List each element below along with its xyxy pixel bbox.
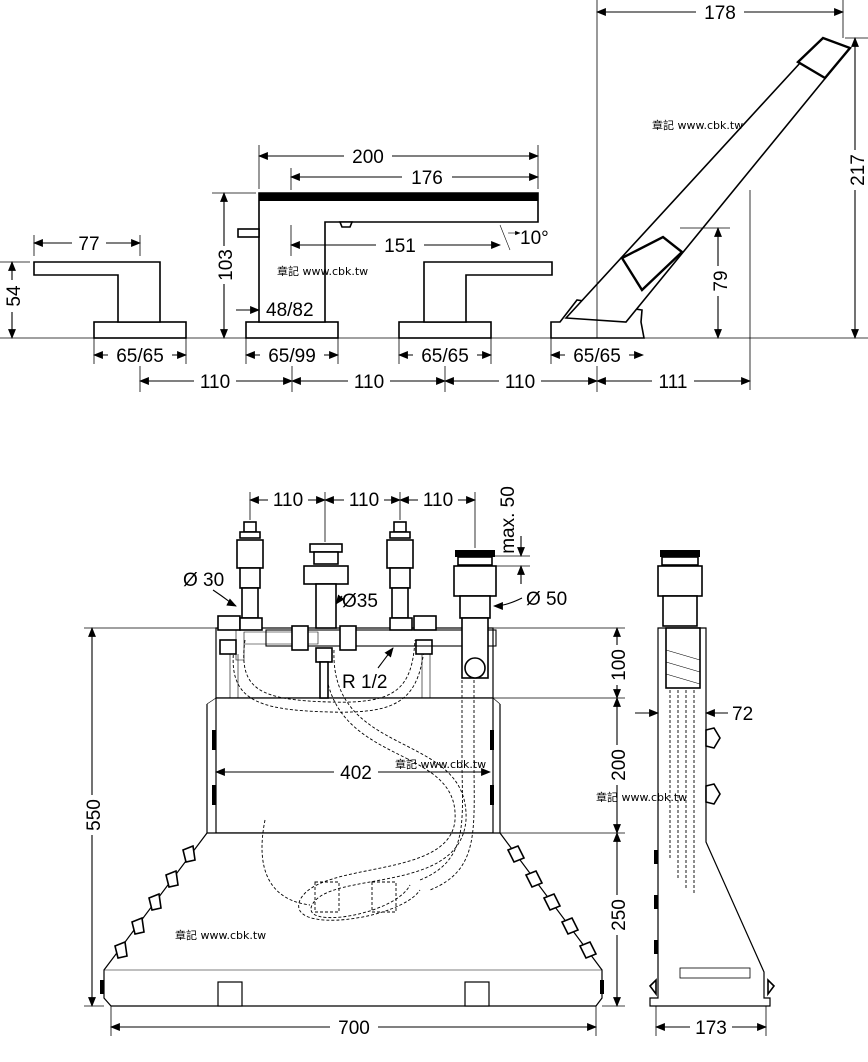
dim-shower-base: 65/65 xyxy=(573,346,621,367)
dim-handle-width: 77 xyxy=(78,234,99,255)
dim-spacing-4: 111 xyxy=(659,372,688,393)
dim-segment-3: 250 xyxy=(609,899,630,931)
pipework xyxy=(217,615,497,699)
dim-shower-width: 178 xyxy=(704,3,736,24)
dim-install-spacing-1: 110 xyxy=(273,490,303,511)
dim-spout-angle: 10° xyxy=(520,228,549,249)
dim-handle-left-base: 65/65 xyxy=(116,346,164,367)
handle-right xyxy=(398,261,553,339)
dim-spout-width: 200 xyxy=(352,147,384,168)
install-box xyxy=(100,627,604,1007)
dim-max: max. 50 xyxy=(498,486,519,554)
dim-thread: R 1/2 xyxy=(342,672,387,693)
dim-total-height: 550 xyxy=(84,799,105,831)
watermark: 章記 www.cbk.tw xyxy=(652,118,743,132)
dim-install-spacing-3: 110 xyxy=(423,490,453,511)
spout xyxy=(237,192,539,339)
watermark: 章記 www.cbk.tw xyxy=(395,757,486,771)
dim-holder-height: 79 xyxy=(711,270,732,291)
dim-diameter-shower: Ø 50 xyxy=(526,589,567,610)
dim-total-width: 700 xyxy=(338,1018,370,1039)
dim-segment-1: 100 xyxy=(609,649,630,681)
dim-spacing-3: 110 xyxy=(505,372,535,393)
side-view xyxy=(648,550,776,1007)
dim-spout-height: 103 xyxy=(216,249,237,281)
dim-spacing-2: 110 xyxy=(354,372,384,393)
dim-spacing-1: 110 xyxy=(200,372,230,393)
watermark: 章記 www.cbk.tw xyxy=(175,928,266,942)
dim-inner-width: 402 xyxy=(340,763,372,784)
valve-right xyxy=(386,521,414,631)
dim-handle-height: 54 xyxy=(4,285,25,307)
shower-valve xyxy=(453,550,497,679)
dim-side-depth: 72 xyxy=(732,704,753,725)
dim-spout-base: 65/99 xyxy=(268,346,316,367)
dim-handle-right-base: 65/65 xyxy=(421,346,469,367)
dim-shower-height: 217 xyxy=(848,154,868,186)
dim-spout-inner: 176 xyxy=(411,168,443,189)
dim-diameter-valve: Ø 30 xyxy=(183,570,224,591)
dim-spout-offset: 48/82 xyxy=(266,300,314,321)
dim-side-width: 173 xyxy=(695,1018,727,1039)
watermark: 章記 www.cbk.tw xyxy=(277,264,368,278)
dim-segment-2: 200 xyxy=(609,749,630,781)
dim-diameter-spout: Ø35 xyxy=(342,591,378,612)
dim-spout-reach: 151 xyxy=(384,236,416,257)
valve-center xyxy=(303,543,349,629)
handle-left xyxy=(33,261,187,339)
valve-left xyxy=(236,521,264,631)
dim-install-spacing-2: 110 xyxy=(349,490,379,511)
hand-shower xyxy=(550,36,853,339)
watermark: 章記 www.cbk.tw xyxy=(596,790,687,804)
